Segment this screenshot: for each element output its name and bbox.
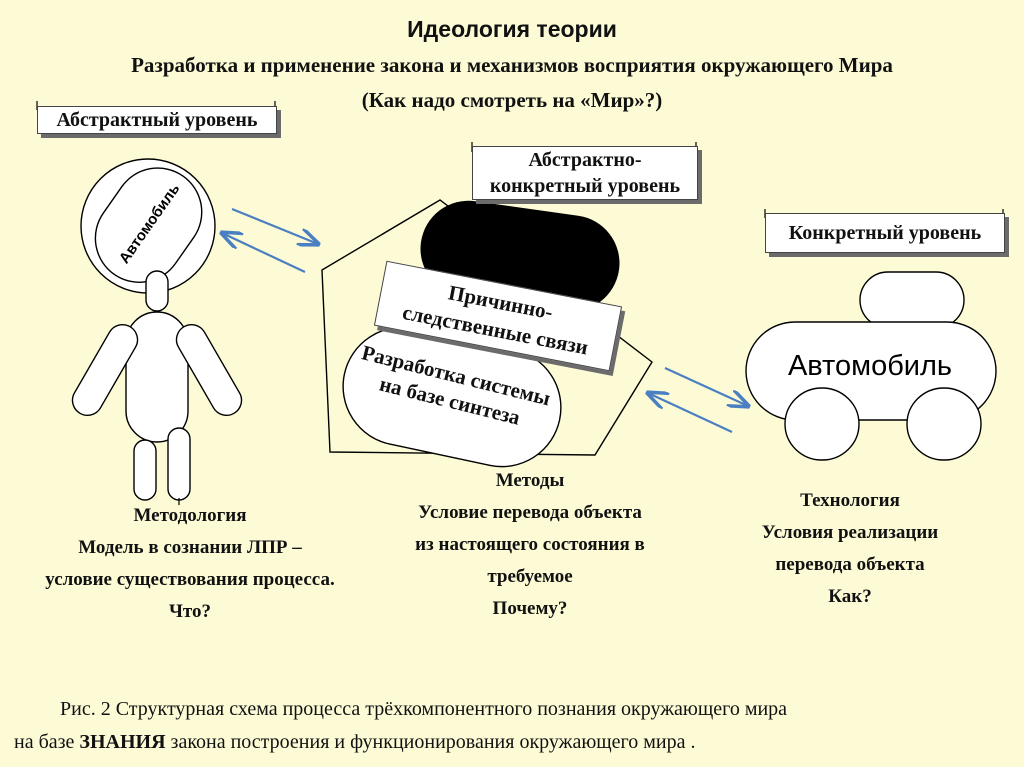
- figure-caption-bold: ЗНАНИЯ: [79, 731, 165, 753]
- car-wheel-left: [785, 388, 859, 460]
- figure-caption-pre: на базе: [14, 731, 79, 753]
- abstract-concrete-level-label: Абстрактно- конкретный уровень: [472, 146, 698, 200]
- figure-caption-post: закона построения и функционирования окр…: [166, 731, 696, 753]
- person-right-leg: [168, 428, 190, 500]
- concrete-level-label: Конкретный уровень: [765, 213, 1005, 253]
- technology-line2: Условия реализации: [700, 517, 1000, 549]
- person-figure: Автомобиль: [67, 151, 247, 500]
- person-left-leg: [134, 440, 156, 500]
- right-exchange-arrows: [648, 368, 748, 432]
- left-exchange-arrows: [222, 209, 318, 272]
- figure-caption-line2: на базе ЗНАНИЯ закона построения и функц…: [14, 726, 1014, 759]
- methods-line2: Условие перевода объекта: [365, 497, 695, 529]
- technology-line1: Технология: [700, 485, 1000, 517]
- car-figure: Автомобиль: [746, 272, 996, 460]
- methods-line1: Методы: [365, 465, 695, 497]
- methods-line5: Почему?: [365, 593, 695, 625]
- methodology-line2: Модель в сознании ЛПР –: [0, 532, 380, 564]
- methods-line4: требуемое: [365, 561, 695, 593]
- abstract-concrete-line1: Абстрактно-: [473, 147, 697, 173]
- methodology-line3: условие существования процесса.: [0, 564, 380, 596]
- abstract-concrete-line2: конкретный уровень: [473, 173, 697, 199]
- methodology-caption: Методология Модель в сознании ЛПР – усло…: [0, 500, 380, 628]
- methods-caption: Методы Условие перевода объекта из насто…: [365, 465, 695, 625]
- car-text: Автомобиль: [788, 350, 952, 382]
- technology-caption: Технология Условия реализации перевода о…: [700, 485, 1000, 613]
- car-wheel-right: [907, 388, 981, 460]
- abstract-level-label: Абстрактный уровень: [37, 106, 277, 134]
- figure-caption-line1: Рис. 2 Структурная схема процесса трёхко…: [14, 693, 1014, 726]
- methodology-line4: Что?: [0, 596, 380, 628]
- technology-line3: перевода объекта: [700, 549, 1000, 581]
- methods-line3: из настоящего состояния в: [365, 529, 695, 561]
- technology-line4: Как?: [700, 581, 1000, 613]
- figure-caption: Рис. 2 Структурная схема процесса трёхко…: [14, 693, 1014, 759]
- methodology-line1: Методология: [0, 500, 380, 532]
- car-cabin: [860, 272, 964, 328]
- person-neck: [146, 271, 168, 311]
